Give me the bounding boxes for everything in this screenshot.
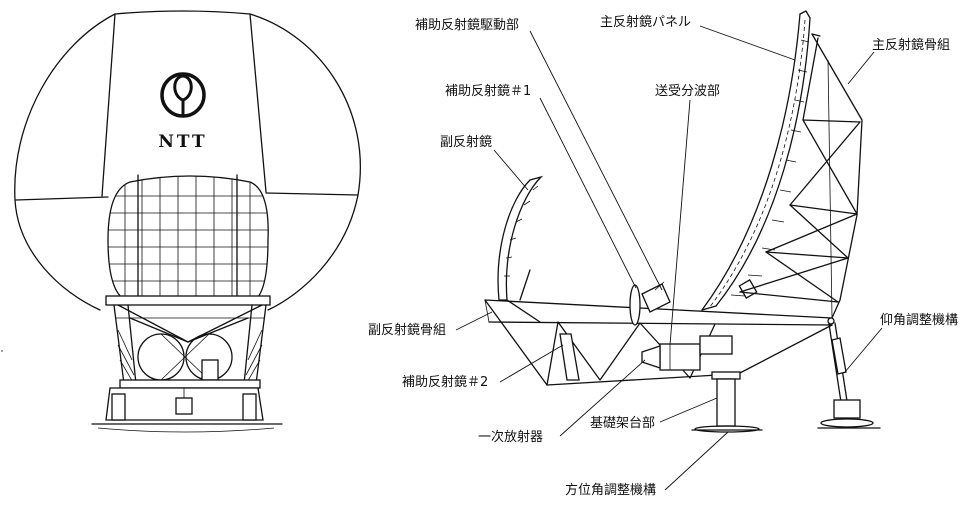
subreflector-grid-panel	[107, 174, 269, 301]
leader-subreflector-drive	[529, 30, 663, 291]
leader-azimuth-mechanism	[664, 431, 729, 491]
waveguide-drum	[137, 333, 185, 381]
leader-primary-radiator	[559, 359, 646, 437]
duplexer-unit	[641, 335, 733, 371]
logo-text: NTT	[158, 132, 207, 152]
reflector-rim-line	[15, 196, 109, 201]
main-reflector-outline	[114, 10, 361, 311]
front-base	[1, 350, 283, 433]
leader-aux-reflector-2	[499, 344, 564, 383]
leader-aux-reflector-1	[539, 97, 637, 289]
reflector-gore-line	[101, 13, 116, 197]
elevation-jack	[817, 317, 881, 429]
main-reflector-frame	[739, 33, 863, 319]
label-main-reflector-panel: 主反射鏡パネル	[600, 14, 691, 30]
label-primary-radiator: 一次放射器	[478, 429, 543, 445]
reflector-gore-line	[249, 13, 267, 193]
side-view	[484, 10, 881, 433]
label-duplexer: 送受分波部	[655, 84, 720, 99]
label-subreflector: 副反射鏡	[440, 134, 492, 150]
callouts: 補助反射鏡駆動部 主反射鏡パネル 主反射鏡骨組 補助反射鏡＃1 送受分波部 副反…	[368, 14, 958, 498]
label-foundation: 基礎架台部	[590, 416, 655, 431]
logo-ring	[160, 72, 206, 118]
label-aux-reflector-2: 補助反射鏡＃2	[402, 374, 488, 390]
aux-reflector-1	[629, 281, 671, 326]
leader-subreflector	[493, 149, 529, 191]
leader-main-reflector-panel	[699, 25, 796, 61]
leader-duplexer	[669, 99, 691, 346]
foundation-pedestal	[691, 371, 763, 433]
label-main-reflector-frame: 主反射鏡骨組	[872, 37, 950, 53]
label-elevation-mechanism: 仰角調整機構	[880, 313, 958, 328]
label-subreflector-drive: 補助反射鏡駆動部	[415, 17, 519, 33]
main-reflector-outline-left	[14, 13, 116, 311]
leader-subreflector-frame	[455, 311, 493, 331]
subreflector	[497, 175, 544, 301]
ntt-logo: NTT	[158, 72, 207, 152]
front-view: NTT	[1, 10, 361, 433]
logo-loop	[173, 74, 193, 115]
label-subreflector-frame: 副反射鏡骨組	[368, 322, 446, 338]
label-azimuth-mechanism: 方位角調整機構	[565, 482, 656, 498]
label-aux-reflector-1: 補助反射鏡＃1	[445, 83, 531, 99]
leader-main-reflector-frame	[847, 51, 875, 85]
leader-foundation	[659, 397, 718, 423]
leader-elevation-mechanism	[844, 327, 883, 373]
main-reflector-panel	[701, 10, 811, 311]
front-support-structure	[105, 295, 271, 389]
aux-reflector-2	[559, 333, 580, 381]
reflector-rim-line	[265, 192, 359, 196]
